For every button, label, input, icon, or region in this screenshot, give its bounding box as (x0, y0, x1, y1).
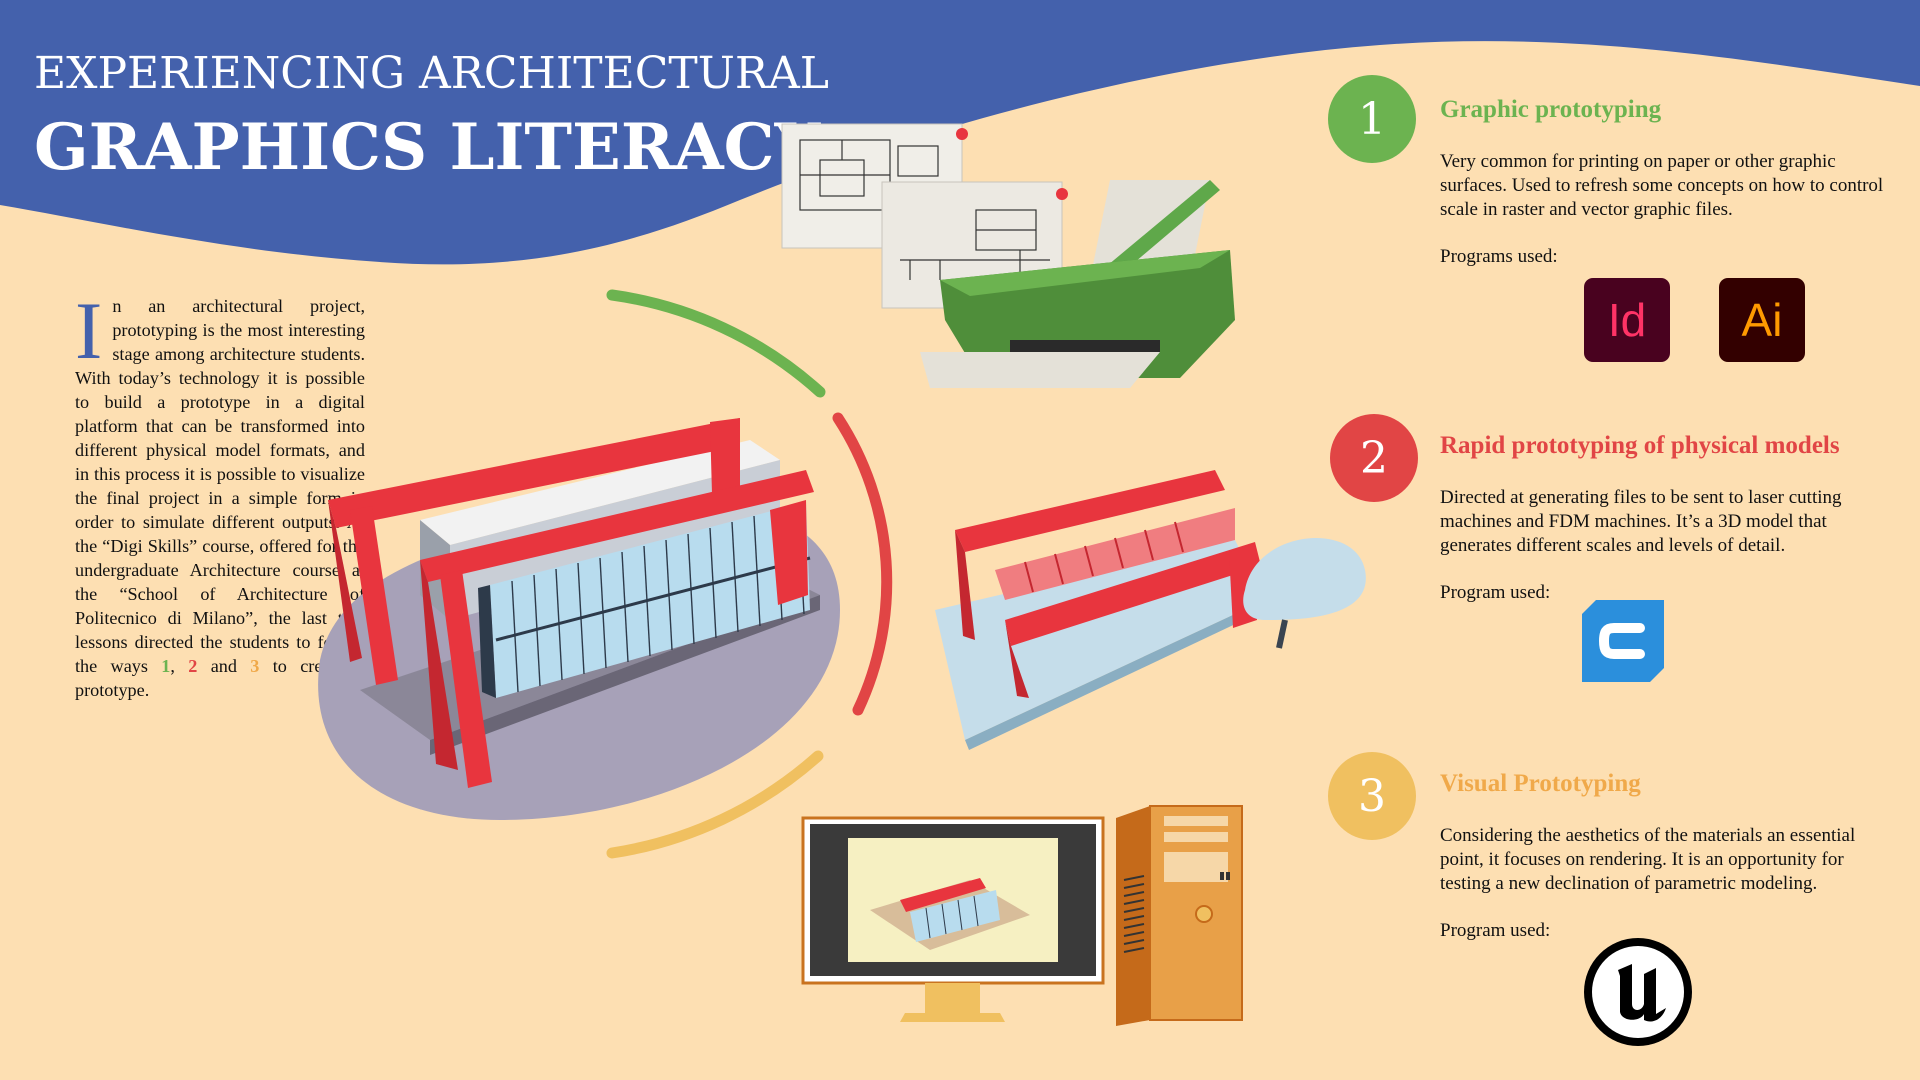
section-3-text: Considering the aesthetics of the materi… (1440, 825, 1856, 894)
section-2-text: Directed at generating files to be sent … (1440, 487, 1842, 556)
intro-sep-2: and (197, 656, 251, 676)
title-line-2: GRAPHICS LITERACY (34, 110, 821, 185)
arc-red (832, 412, 893, 716)
section-2-program-label: Program used: (1440, 582, 1551, 603)
intro-number-2: 2 (188, 656, 198, 676)
arc-green (606, 289, 826, 398)
indesign-icon: Id (1584, 278, 1670, 362)
building-model-illustration (318, 418, 840, 820)
section-3-program-label: Program used: (1440, 920, 1551, 941)
illustrator-icon: Ai (1719, 278, 1805, 362)
section-1-programs-label: Programs used: (1440, 246, 1558, 267)
step-2-circle: 2 (1330, 414, 1418, 502)
step-1-circle: 1 (1328, 75, 1416, 163)
section-1-text: Very common for printing on paper or oth… (1440, 151, 1884, 220)
arc-yellow (606, 750, 824, 859)
intro-number-1: 1 (161, 656, 171, 676)
intro-sep-1: , (170, 656, 189, 676)
section-2-title: Rapid prototyping of physical models (1440, 432, 1840, 459)
drop-cap: I (75, 285, 103, 376)
cura-icon (1582, 600, 1664, 682)
step-3-circle: 3 (1328, 752, 1416, 840)
printer-illustration (781, 123, 1235, 388)
section-1-title: Graphic prototyping (1440, 96, 1662, 123)
title-line-1: EXPERIENCING ARCHITECTURAL (34, 48, 829, 99)
intro-number-3: 3 (250, 656, 260, 676)
unreal-engine-icon (1584, 938, 1692, 1046)
intro-text: n an architectural project, prototyping … (75, 296, 365, 676)
physical-model-illustration (935, 470, 1366, 750)
section-3-title: Visual Prototyping (1440, 770, 1641, 797)
computer-illustration (801, 805, 1243, 1026)
header-wave (0, 0, 1920, 265)
